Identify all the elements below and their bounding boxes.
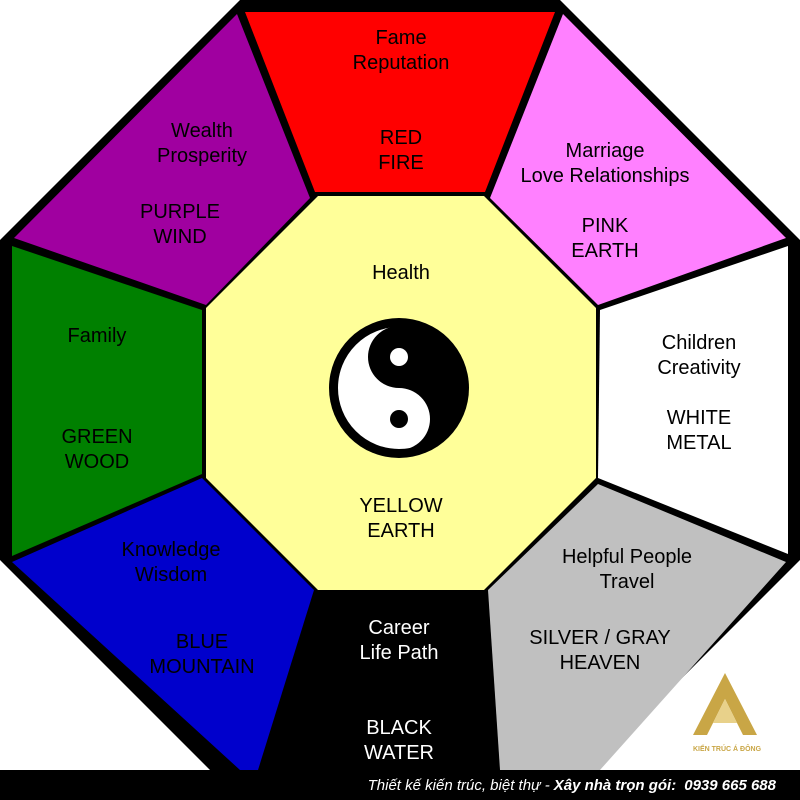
- footer-bar: Thiết kế kiến trúc, biệt thự - Xây nhà t…: [0, 770, 800, 800]
- knowledge-label: Knowledge: [122, 539, 221, 561]
- helpful-element-label: HEAVEN: [560, 652, 641, 674]
- marriage-sector: [490, 14, 786, 305]
- career-element-label: WATER: [364, 742, 434, 764]
- footer-phone[interactable]: 0939 665 688: [684, 776, 776, 794]
- fame-label: Fame: [375, 27, 426, 49]
- knowledge-sublabel: Wisdom: [135, 564, 207, 586]
- wealth-element-label: WIND: [153, 226, 206, 248]
- center-label: Health: [372, 262, 430, 284]
- family-element-label: WOOD: [65, 451, 129, 473]
- career-label: Career: [368, 617, 429, 639]
- footer-bold-text: Xây nhà trọn gói:: [553, 776, 677, 794]
- fame-sector: [245, 12, 555, 192]
- family-label: Family: [68, 325, 127, 347]
- knowledge-element-label: MOUNTAIN: [149, 656, 254, 678]
- wealth-color-label: PURPLE: [140, 201, 220, 223]
- children-sector: [598, 246, 788, 554]
- helpful-label: Helpful People: [562, 546, 692, 568]
- children-element-label: METAL: [666, 432, 731, 454]
- wealth-sublabel: Prosperity: [157, 145, 247, 167]
- fame-sublabel: Reputation: [353, 52, 450, 74]
- company-logo-icon: KIẾN TRÚC Á ĐÔNG: [693, 673, 762, 753]
- children-label: Children: [662, 332, 736, 354]
- children-color-label: WHITE: [667, 407, 731, 429]
- marriage-sublabel: Love Relationships: [521, 165, 690, 187]
- helpful-sector: [488, 484, 786, 770]
- center-element-label: EARTH: [367, 520, 434, 542]
- footer-text: Thiết kế kiến trúc, biệt thự -: [367, 776, 550, 794]
- marriage-element-label: EARTH: [571, 240, 638, 262]
- center-color-label: YELLOW: [359, 495, 442, 517]
- yin-yang-icon: [329, 318, 469, 458]
- knowledge-sector: [12, 478, 314, 770]
- fame-element-label: FIRE: [378, 152, 424, 174]
- helpful-color-label: SILVER / GRAY: [529, 627, 671, 649]
- family-sector: [12, 246, 202, 556]
- family-color-label: GREEN: [61, 426, 132, 448]
- wealth-label: Wealth: [171, 120, 233, 142]
- helpful-sublabel: Travel: [600, 571, 655, 593]
- marriage-label: Marriage: [566, 140, 645, 162]
- fame-color-label: RED: [380, 127, 422, 149]
- marriage-color-label: PINK: [582, 215, 629, 237]
- wealth-sector: [14, 14, 310, 305]
- children-sublabel: Creativity: [657, 357, 740, 379]
- logo-text: KIẾN TRÚC Á ĐÔNG: [693, 743, 762, 753]
- knowledge-color-label: BLUE: [176, 631, 228, 653]
- career-sublabel: Life Path: [360, 642, 439, 664]
- career-color-label: BLACK: [366, 717, 432, 739]
